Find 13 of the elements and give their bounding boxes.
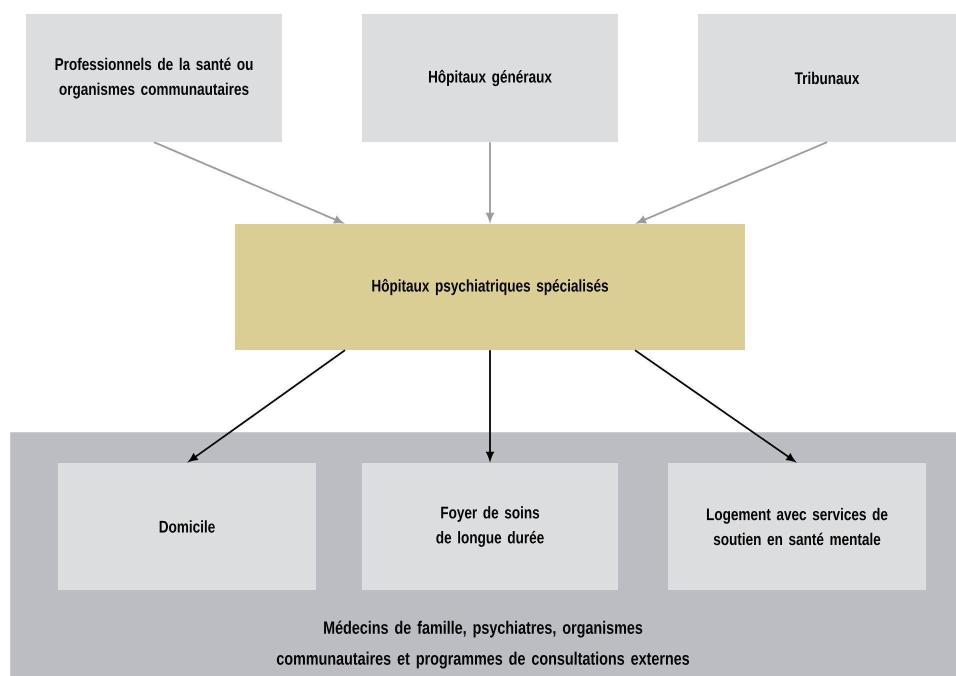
arrow [486, 142, 494, 222]
arrow [634, 349, 796, 462]
source-box: Tribunaux [698, 14, 956, 142]
arrow [486, 350, 494, 460]
source-box: Hôpitaux généraux [362, 14, 618, 142]
destination-box: Logement avec services de soutien en santé mentale [668, 463, 926, 590]
arrow [637, 141, 828, 224]
arrow [154, 141, 343, 224]
destination-box: Foyer de soins de longue durée [362, 463, 618, 590]
hospital-box: Hôpitaux psychiatriques spécialisés [235, 224, 745, 350]
source-box: Professionnels de la santé ou organismes communautaires [26, 14, 282, 142]
arrow [188, 349, 346, 462]
destination-box: Domicile [58, 463, 316, 590]
